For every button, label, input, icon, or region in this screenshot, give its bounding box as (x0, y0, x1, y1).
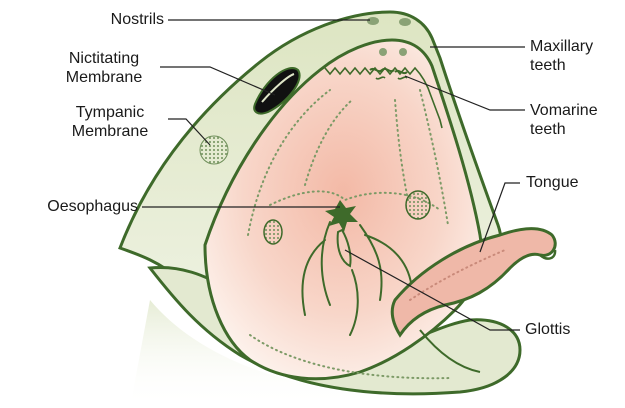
internal-nostril-left (379, 48, 387, 56)
label-nostrils: Nostrils (84, 11, 164, 29)
label-maxillary-line2: teeth (530, 57, 566, 75)
label-tongue: Tongue (526, 174, 579, 192)
label-oesophagus: Oesophagus (10, 198, 138, 216)
eye-bulge-right (406, 191, 430, 219)
label-nictitating-line2: Membrane (48, 69, 160, 87)
eye-bulge-left (264, 220, 282, 244)
label-tympanic-line2: Membrane (58, 123, 162, 141)
label-glottis: Glottis (525, 321, 570, 339)
external-nostril-left (367, 17, 379, 25)
tympanic-membrane (200, 136, 228, 164)
label-tympanic-line1: Tympanic (58, 104, 162, 122)
label-maxillary-line1: Maxillary (530, 38, 593, 56)
label-vomarine-line1: Vomarine (530, 102, 598, 120)
label-nictitating-line1: Nictitating (48, 50, 160, 68)
label-vomarine-line2: teeth (530, 121, 566, 139)
external-nostril-right (399, 18, 411, 26)
internal-nostril-right (399, 48, 407, 56)
